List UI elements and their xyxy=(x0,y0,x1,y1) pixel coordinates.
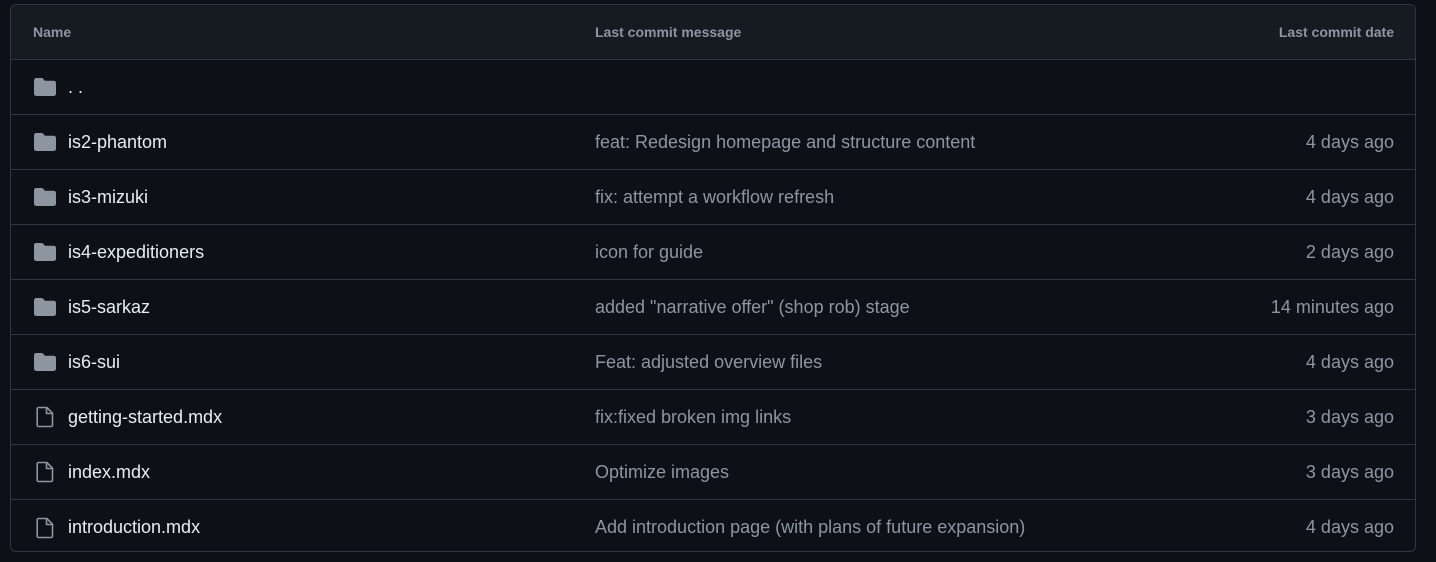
table-header: Name Last commit message Last commit dat… xyxy=(11,5,1415,60)
folder-name-link[interactable]: is5-sarkaz xyxy=(68,296,151,317)
file-icon xyxy=(33,405,57,429)
folder-row[interactable]: is6-sui Feat: adjusted overview files 4 da… xyxy=(11,335,1415,390)
file-icon xyxy=(33,460,57,484)
commit-message-link[interactable]: icon for guide xyxy=(595,241,704,262)
commit-message-link[interactable]: Optimize images xyxy=(595,461,730,482)
file-row[interactable]: index.mdx Optimize images 3 days ago xyxy=(11,445,1415,500)
folder-icon xyxy=(33,75,57,99)
folder-row[interactable]: is4-expeditioners icon for guide 2 days ag… xyxy=(11,225,1415,280)
parent-directory-link[interactable]: . . xyxy=(68,76,84,97)
parent-directory-row[interactable]: . . xyxy=(11,60,1415,115)
commit-date: 3 days ago xyxy=(1305,461,1394,482)
commit-date: 3 days ago xyxy=(1305,406,1394,427)
folder-icon xyxy=(33,185,57,209)
file-row[interactable]: getting-started.mdx fix:fixed broken img … xyxy=(11,390,1415,445)
folder-icon xyxy=(33,350,57,374)
file-table: Name Last commit message Last commit dat… xyxy=(10,4,1416,552)
folder-icon xyxy=(33,130,57,154)
file-icon xyxy=(33,516,57,540)
commit-message-link[interactable]: fix:fixed broken img links xyxy=(595,406,792,427)
folder-icon xyxy=(33,240,57,264)
folder-row[interactable]: is5-sarkaz added "narrative offer" (shop … xyxy=(11,280,1415,335)
file-name-link[interactable]: introduction.mdx xyxy=(68,517,201,537)
folder-name-link[interactable]: is6-sui xyxy=(68,351,121,372)
commit-message-link[interactable]: feat: Redesign homepage and structure co… xyxy=(595,131,976,152)
commit-date: 2 days ago xyxy=(1305,241,1394,262)
commit-message-link[interactable]: Add introduction page (with plans of fut… xyxy=(595,517,1026,537)
commit-date: 4 days ago xyxy=(1305,517,1394,537)
file-row[interactable]: introduction.mdx Add introduction page (w… xyxy=(11,500,1415,551)
folder-name-link[interactable]: is2-phantom xyxy=(68,131,168,152)
folder-name-link[interactable]: is4-expeditioners xyxy=(68,241,205,262)
commit-date: 4 days ago xyxy=(1305,131,1394,152)
header-name: Name xyxy=(33,24,72,40)
commit-date: 14 minutes ago xyxy=(1270,296,1394,317)
folder-row[interactable]: is2-phantom feat: Redesign homepage and s… xyxy=(11,115,1415,170)
commit-date: 4 days ago xyxy=(1305,351,1394,372)
folder-row[interactable]: is3-mizuki fix: attempt a workflow refres… xyxy=(11,170,1415,225)
header-last-commit-date: Last commit date xyxy=(1278,24,1394,40)
commit-date: 4 days ago xyxy=(1305,186,1394,207)
file-list: is2-phantom feat: Redesign homepage and s… xyxy=(11,115,1415,551)
file-name-link[interactable]: getting-started.mdx xyxy=(68,406,223,427)
header-last-commit-message: Last commit message xyxy=(595,24,742,40)
commit-message-link[interactable]: added "narrative offer" (shop rob) stage xyxy=(595,296,910,317)
folder-name-link[interactable]: is3-mizuki xyxy=(68,186,149,207)
commit-message-link[interactable]: Feat: adjusted overview files xyxy=(595,351,823,372)
folder-icon xyxy=(33,295,57,319)
commit-message-link[interactable]: fix: attempt a workflow refresh xyxy=(595,186,835,207)
file-name-link[interactable]: index.mdx xyxy=(68,461,151,482)
